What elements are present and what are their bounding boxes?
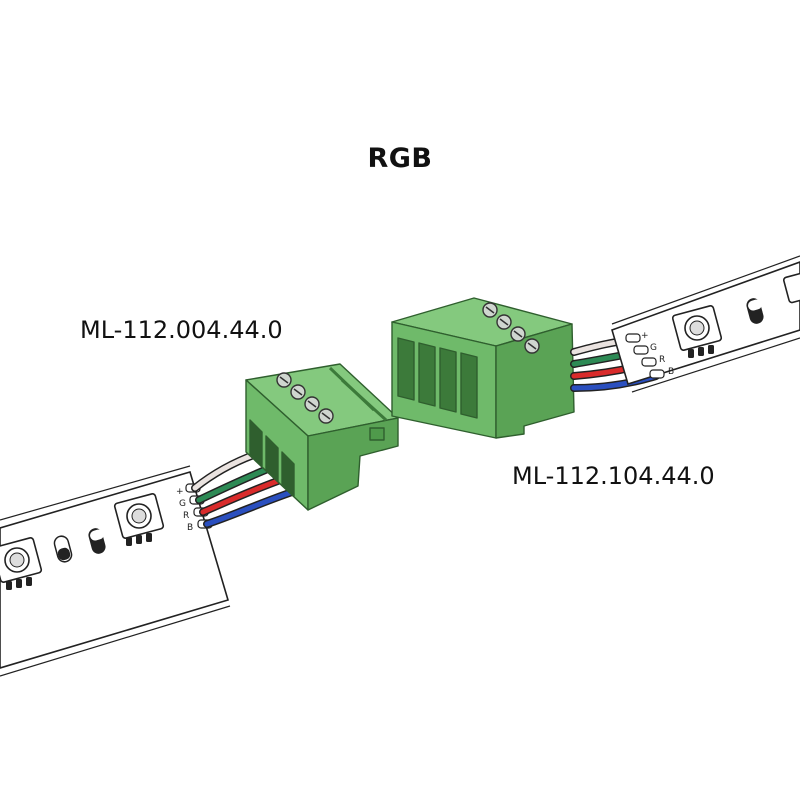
left-led-strip: + G R B xyxy=(0,465,231,677)
left-screw-terminals xyxy=(276,372,334,424)
left-strip-led-chip-partial xyxy=(0,537,43,590)
left-connector-plug xyxy=(245,363,399,511)
left-pin-label: + xyxy=(176,487,184,497)
right-pin-label: G xyxy=(650,343,657,353)
left-pin-label: R xyxy=(183,511,189,521)
left-connector-label: ML-112.004.44.0 xyxy=(80,316,283,344)
right-connector-socket xyxy=(391,297,575,439)
left-strip-led-chip xyxy=(113,493,165,546)
right-pin-label: R xyxy=(659,355,665,365)
left-pin-label: G xyxy=(179,499,186,509)
left-pin-label: B xyxy=(187,523,193,533)
left-strip-resistors xyxy=(53,528,106,563)
right-screw-terminals xyxy=(482,302,540,354)
right-pin-label: B xyxy=(668,367,674,377)
right-strip-led-chip-partial xyxy=(782,270,800,304)
right-led-strip: + G R B xyxy=(611,255,800,393)
diagram-title: RGB xyxy=(367,143,433,174)
right-pin-label: + xyxy=(641,331,649,341)
right-connector-label: ML-112.104.44.0 xyxy=(512,462,715,490)
right-strip-led-chip xyxy=(671,305,723,358)
right-strip-resistor xyxy=(746,298,764,324)
right-socket-openings xyxy=(397,337,478,419)
